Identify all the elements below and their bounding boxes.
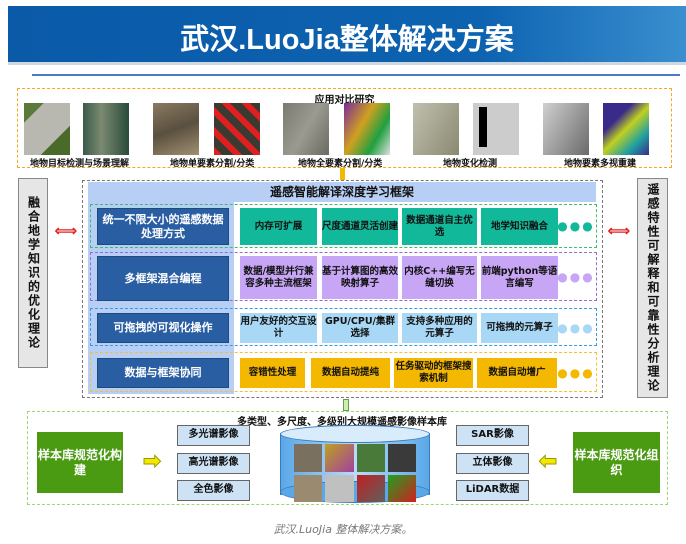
double-arrow-icon: ⟺ (54, 221, 78, 240)
framework-panel (82, 180, 603, 398)
framework-row (90, 352, 597, 392)
feature-cell: 前端python等语言编写 (481, 256, 558, 299)
framework-row (90, 204, 597, 248)
feature-cell: 基于计算图的高效映射算子 (322, 256, 398, 299)
app-label: 地物全要素分割/分类 (298, 159, 383, 169)
reconstruction-image (603, 103, 649, 155)
app-label: 地物目标检测与场景理解 (30, 159, 130, 169)
feature-cell: 数据/模型并行兼容多种主流框架 (240, 256, 317, 299)
applications-title: 应用对比研究 (314, 95, 375, 106)
feature-cell: GPU/CPU/集群选择 (322, 313, 398, 343)
more-dots-icon: ●●● (557, 320, 595, 335)
framework-title: 遥感智能解译深度学习框架 (88, 182, 596, 202)
row-name: 可拖拽的可视化操作 (97, 313, 229, 343)
arrow-left-icon: ⬅ (538, 449, 558, 475)
feature-cell: 可拖拽的元算子 (481, 313, 558, 343)
more-dots-icon: ●●● (557, 219, 595, 233)
database-cylinder (280, 425, 430, 503)
data-type: LiDAR数据 (456, 480, 529, 501)
applications-panel: 应用对比研究 地物目标检测与场景理解 地物单要素分割/分类 地物全要素分割/分类… (17, 88, 672, 169)
data-type: 立体影像 (456, 453, 529, 474)
caption: 武汉.LuoJia 整体解决方案。 (273, 523, 413, 536)
feature-cell: 容错性处理 (240, 358, 305, 388)
change-result-image (473, 103, 519, 155)
framework-row (90, 308, 597, 346)
change-image (413, 103, 459, 155)
feature-cell: 数据自动增广 (477, 358, 557, 388)
row-name: 统一不限大小的遥感数据处理方式 (97, 208, 229, 245)
single-seg-image (153, 103, 199, 155)
feature-cell: 数据自动提纯 (311, 358, 390, 388)
app-label: 地物变化检测 (443, 159, 498, 169)
row-name: 数据与框架协同 (97, 358, 229, 388)
title-banner: 武汉.LuoJia整体解决方案 (8, 6, 686, 65)
single-seg-result-image (214, 103, 260, 155)
feature-cell: 数据通道自主优选 (402, 208, 477, 245)
app-label: 地物要素多视重建 (564, 159, 637, 169)
left-theory: 融合地学知识的优化理论 (18, 178, 48, 368)
feature-cell: 尺度通道灵活创建 (322, 208, 398, 245)
page-title: 武汉.LuoJia整体解决方案 (180, 24, 514, 56)
feature-cell: 内存可扩展 (240, 208, 317, 245)
detection-image (24, 103, 70, 155)
data-type: 多光谱影像 (177, 425, 250, 446)
arrow-up-icon (343, 399, 349, 411)
right-theory: 遥感特性可解释和可靠性分析理论 (637, 178, 668, 398)
row-name: 多框架混合编程 (97, 256, 229, 301)
arrow-up-icon (340, 168, 345, 180)
app-label: 地物单要素分割/分类 (170, 159, 255, 169)
feature-cell: 内核C++编写无缝切换 (402, 256, 477, 299)
organize-action: 样本库规范化组织 (573, 432, 660, 493)
framework-row (90, 252, 597, 301)
more-dots-icon: ●●● (557, 270, 595, 284)
data-type: 全色影像 (177, 480, 250, 501)
data-type: SAR影像 (456, 425, 529, 446)
double-arrow-icon: ⟺ (607, 221, 631, 240)
data-type: 高光谱影像 (177, 453, 250, 474)
feature-cell: 任务驱动的框架搜索机制 (394, 358, 473, 388)
more-dots-icon: ●●● (557, 365, 595, 380)
feature-cell: 支持多种应用的元算子 (402, 313, 477, 343)
build-action: 样本库规范化构建 (37, 432, 123, 493)
scene-image (83, 103, 129, 155)
feature-cell: 地学知识融合 (481, 208, 558, 245)
arrow-right-icon: ➡ (142, 449, 162, 475)
multiview-image (543, 103, 589, 155)
full-seg-image (283, 103, 329, 155)
sample-library-title: 多类型、多尺度、多级别大规模遥感影像样本库 (237, 417, 447, 428)
divider (32, 74, 680, 76)
full-seg-result-image (344, 103, 390, 155)
sample-library-panel (27, 411, 668, 505)
feature-cell: 用户友好的交互设计 (240, 313, 317, 343)
